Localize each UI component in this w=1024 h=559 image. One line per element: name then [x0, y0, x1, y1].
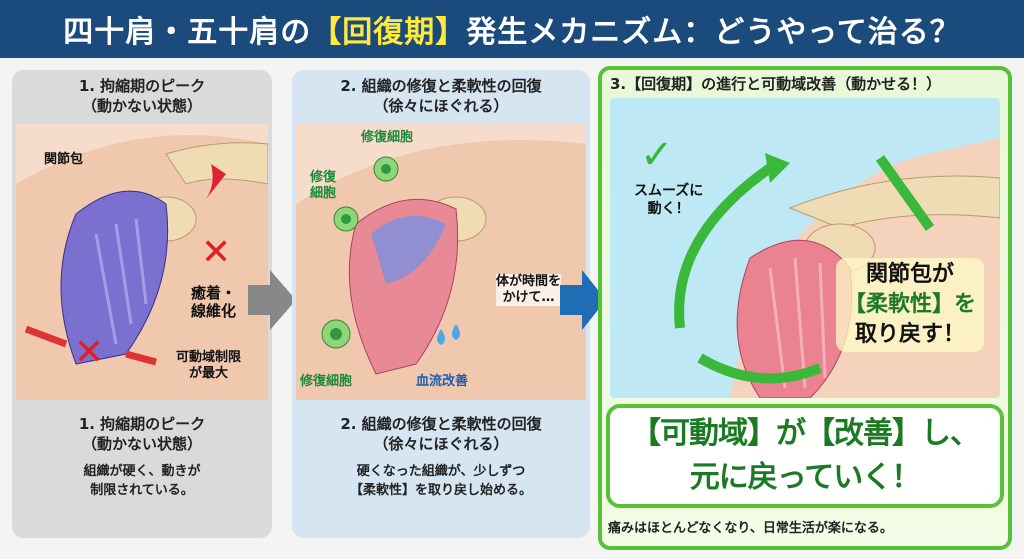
caption1-desc1: 組織が硬く、動きが	[83, 464, 201, 479]
label-joint-capsule: 関節包	[44, 152, 84, 167]
panel3-footer: 痛みはほとんどなくなり、日常生活が楽になる。	[608, 521, 893, 536]
panel2-subtitle: （徐々にほぐれる）	[373, 97, 509, 115]
label-rom-limit: 可動域制限 が最大	[176, 350, 242, 381]
panel-contracture-peak: 1. 拘縮期のピーク （動かない状態） ✕ ✕ 関節包 癒着・ 線維化 可動域制限…	[12, 70, 272, 538]
panel1-title: 1. 拘縮期のピーク （動かない状態）	[12, 76, 272, 116]
caption1-title: 1. 拘縮期のピーク	[78, 415, 206, 433]
x-mark-icon: ✕	[74, 332, 104, 373]
panel2-title: 2. 組織の修復と柔軟性の回復 （徐々にほぐれる）	[292, 76, 590, 116]
result-bubble: 【可動域】が【改善】し、 元に戻っていく！	[606, 404, 1004, 508]
shoulder-stiff-svg: ✕ ✕	[16, 124, 268, 400]
title-highlight: 【回復期】	[311, 15, 467, 50]
page-title: 四十肩・五十肩の【回復期】発生メカニズム：どうやって治る？	[0, 0, 1024, 58]
blue-arrow-icon	[560, 270, 608, 334]
panel3-title: 3.【回復期】の進行と可動域改善（動かせる！）	[610, 75, 942, 93]
label-repair-cell-bottom: 修復細胞	[300, 374, 353, 389]
big-line3: 取り戻す！	[855, 322, 966, 347]
shoulder-repair-svg	[296, 124, 586, 400]
repair-shoulder-illustration: 修復細胞 修復 細胞 修復細胞 血流改善 体が時間を かけて…	[296, 124, 586, 400]
big-line1: 関節包が	[866, 262, 955, 287]
bubble-line2: 元に戻っていく！	[689, 460, 922, 495]
healthy-shoulder-illustration: ✓ スムーズに 動く！ 関節包が 【柔軟性】を 取り戻す！	[610, 98, 1000, 398]
title-prefix: 四十肩・五十肩の	[63, 15, 312, 50]
label-adhesion: 癒着・ 線維化	[191, 284, 237, 320]
stiff-shoulder-illustration: ✕ ✕ 関節包 癒着・ 線維化 可動域制限 が最大	[16, 124, 268, 400]
label-repair-cell-left: 修復 細胞	[310, 170, 337, 201]
label-smooth-move: スムーズに 動く！	[634, 183, 704, 217]
panel1-title-text: 1. 拘縮期のピーク	[78, 77, 206, 95]
panel-recovery: 3.【回復期】の進行と可動域改善（動かせる！） ✓ スムーズに 動く！ 関節包が…	[598, 66, 1012, 550]
caption2-desc1: 硬くなった組織が、少しずつ	[356, 464, 526, 479]
shoulder-healthy-svg: ✓	[640, 132, 1000, 398]
caption1-sub: （動かない状態）	[81, 435, 202, 453]
recovery-message: 関節包が 【柔軟性】を 取り戻す！	[836, 258, 985, 352]
caption2-sub: （徐々にほぐれる）	[373, 435, 509, 453]
panel2-caption: 2. 組織の修復と柔軟性の回復 （徐々にほぐれる） 硬くなった組織が、少しずつ …	[292, 414, 590, 500]
caption1-desc2: 制限されている。	[90, 483, 194, 498]
caption2-title: 2. 組織の修復と柔軟性の回復	[340, 415, 542, 433]
panel1-subtitle: （動かない状態）	[81, 97, 202, 115]
panel2-title-text: 2. 組織の修復と柔軟性の回復	[340, 77, 542, 95]
gray-arrow-icon	[248, 270, 298, 334]
label-repair-cell-top: 修復細胞	[361, 130, 414, 145]
title-suffix: 発生メカニズム：どうやって治る？	[466, 15, 961, 50]
label-blood-flow: 血流改善	[416, 374, 469, 389]
check-icon: ✓	[640, 132, 674, 178]
x-mark-icon: ✕	[201, 232, 231, 273]
panel-repair: 2. 組織の修復と柔軟性の回復 （徐々にほぐれる） 修復細胞 修復 細胞 修復細胞…	[292, 70, 590, 538]
big-line2: 【柔軟性】を	[844, 292, 977, 317]
caption2-desc2: 【柔軟性】を取り戻し始める。	[349, 483, 532, 498]
bubble-line1: 【可動域】が【改善】し、	[631, 416, 980, 451]
label-over-time: 体が時間を かけて…	[496, 274, 562, 306]
panel1-caption: 1. 拘縮期のピーク （動かない状態） 組織が硬く、動きが 制限されている。	[12, 414, 272, 500]
